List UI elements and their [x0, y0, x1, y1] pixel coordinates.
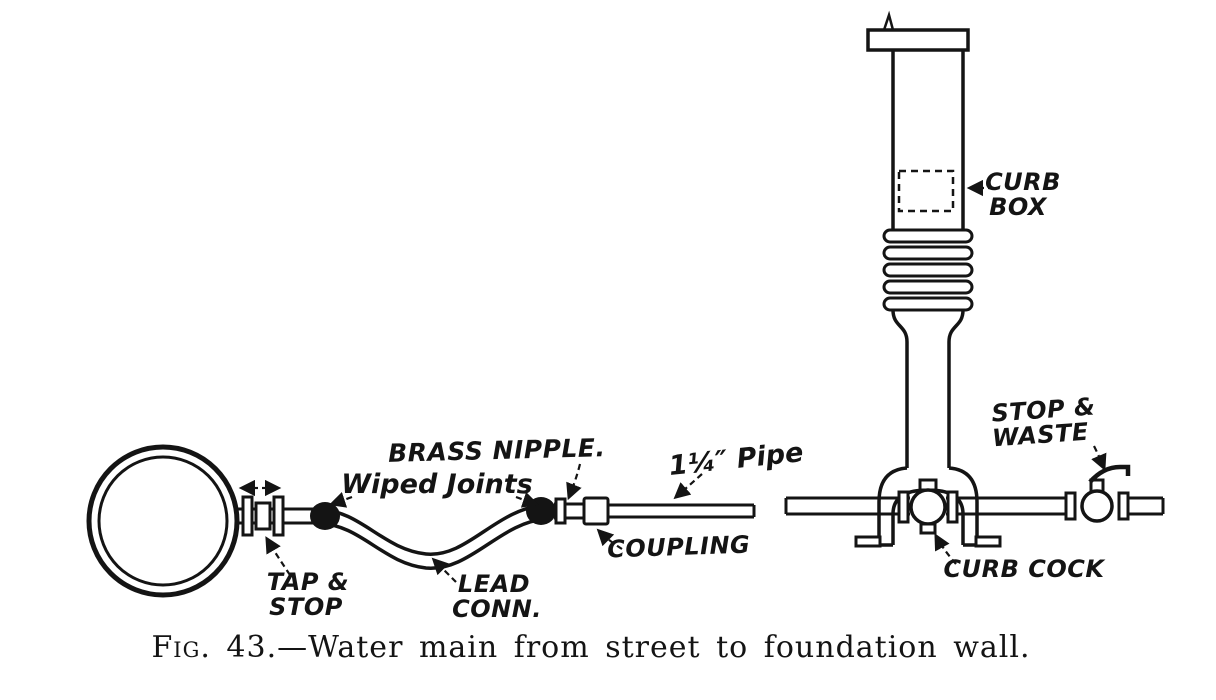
yoke-outer-left [877, 466, 908, 545]
curb-box-ring-4 [882, 279, 974, 295]
yoke-foot-left [854, 535, 882, 548]
label-curb-cock: CURB COCK [944, 555, 1107, 583]
stop-waste-flange-right [1117, 491, 1130, 521]
stop-waste-handle [1088, 464, 1131, 484]
label-stop-waste-line2: WASTE [991, 418, 1090, 453]
arrow-brass-nipple [566, 463, 582, 501]
label-curb-box-line1: CURB [985, 168, 1061, 196]
arrow-pipe-size [673, 473, 703, 500]
curb-box-cap [866, 28, 970, 52]
arrow-lead-conn [431, 557, 457, 583]
arrow-stop-waste [1091, 445, 1107, 472]
curb-cock-flange-left [897, 490, 910, 524]
arrow-wiped-joint-left [328, 491, 353, 508]
wiped-joint-left [310, 502, 340, 530]
curb-cock-flange-right [946, 490, 959, 524]
annotation-arrows [265, 179, 1107, 583]
diagram-labels: BRASS NIPPLE. Wiped Joints 1¼″ Pipe COUP… [267, 168, 1107, 623]
lead-connection [310, 497, 556, 570]
yoke-foot-right [974, 535, 1002, 548]
curb-cock-bottom-plug [919, 522, 937, 535]
water-main-inner-circle [97, 455, 229, 587]
curb-box-ring-1 [882, 228, 974, 244]
curb-cock-body [909, 488, 947, 526]
label-wiped-joints: Wiped Joints [341, 469, 532, 500]
curb-box-cap-tab [882, 10, 895, 31]
label-tap-stop-line2: STOP [269, 593, 343, 621]
arrow-curb-cock [934, 533, 957, 565]
label-coupling: COUPLING [607, 531, 751, 564]
nipple-nut [554, 497, 567, 525]
caption-text: —Water main from street to foundation wa… [277, 630, 1031, 665]
figure-caption: Fig. 43.—Water main from street to found… [0, 630, 1216, 665]
water-main-outer-circle [86, 444, 240, 598]
tap-flange-left [241, 495, 254, 537]
arrow-coupling [596, 528, 623, 550]
tap-body [254, 501, 272, 531]
curb-box-shoulder-left [891, 309, 909, 343]
label-curb-box-line2: BOX [989, 193, 1048, 221]
arrow-tap-stop [265, 536, 291, 576]
label-tap-stop-line1: TAP & [267, 568, 349, 596]
lead-pipe-top-line [317, 503, 547, 556]
stop-waste-valve [1064, 464, 1131, 523]
label-lead-conn-line1: LEAD [458, 570, 530, 598]
lead-pipe-bottom-line [317, 517, 547, 570]
curb-cock-yoke [854, 466, 1002, 548]
arrow-wiped-joint-right [515, 491, 540, 508]
curb-box-dashed-opening [897, 169, 955, 213]
label-pipe-size: 1¼″ Pipe [667, 437, 804, 482]
label-brass-nipple: BRASS NIPPLE. [388, 433, 606, 468]
water-main-section [86, 444, 240, 598]
curb-run-pipe [784, 496, 1165, 516]
stop-waste-flange-left [1064, 491, 1077, 521]
tap-flange-right [272, 495, 285, 537]
curb-box-ring-2 [882, 245, 974, 261]
curb-box-column [866, 10, 974, 468]
curb-box-shoulder-right [947, 309, 965, 343]
curb-box-ring-5 [882, 296, 974, 312]
curb-box-ring-3 [882, 262, 974, 278]
yoke-outer-right [948, 466, 979, 545]
caption-figure-number: Fig. 43. [151, 630, 278, 665]
label-lead-conn-line2: CONN. [452, 595, 542, 623]
stop-waste-body [1080, 489, 1114, 523]
tap-and-stop-assembly [237, 479, 318, 537]
nipple-coupling-pipe [554, 496, 756, 526]
coupling-body [582, 496, 610, 526]
